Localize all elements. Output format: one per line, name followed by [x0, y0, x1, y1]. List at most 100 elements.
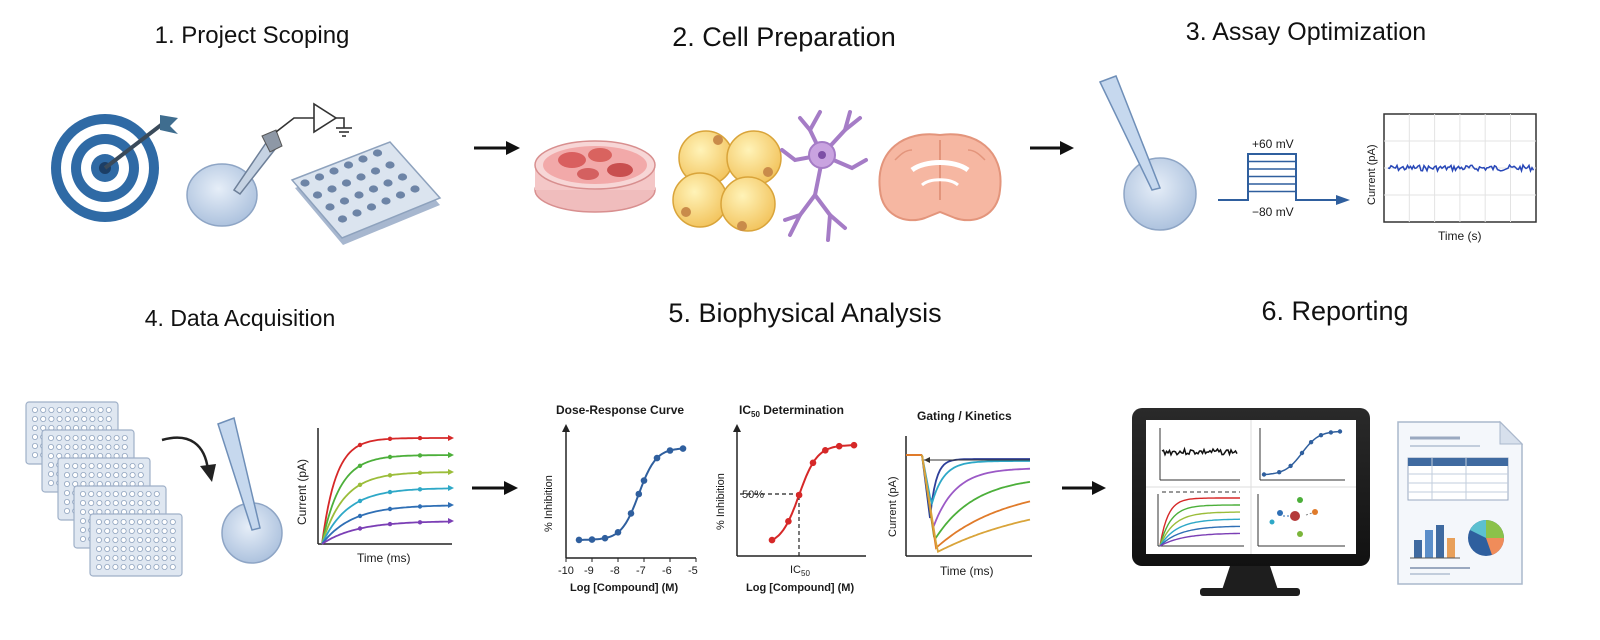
- gating-curve: [921, 454, 1031, 554]
- arrow-2-to-3: [1030, 141, 1074, 155]
- acquisition-arrowhead: [448, 452, 454, 458]
- monitor-curve: [1159, 518, 1241, 547]
- plate-well: [368, 185, 379, 193]
- acquisition-point: [357, 513, 363, 519]
- acquisition-curve: [321, 504, 448, 545]
- acquisition-point: [387, 473, 393, 478]
- acquisition-curve: [321, 520, 448, 545]
- monitor-curve: [1159, 532, 1240, 547]
- gating-title: Gating / Kinetics: [917, 409, 1012, 423]
- plate-well: [397, 173, 408, 181]
- acquisition-point: [387, 521, 393, 527]
- gating-curve: [921, 454, 1031, 528]
- acquisition-point: [357, 526, 363, 531]
- current-trace-plot: Current (pA) Time (s): [1366, 113, 1537, 243]
- trace-ylabel: Current (pA): [1366, 144, 1378, 205]
- monitor-icon: [1132, 408, 1370, 596]
- dose-point: [588, 536, 596, 543]
- monitor-sigmoid-point: [1288, 463, 1293, 469]
- ic50-point: [795, 491, 803, 499]
- monitor-curve: [1159, 504, 1240, 547]
- stacked-plate: [89, 513, 183, 577]
- acquisition-point: [417, 504, 423, 509]
- acquisition-point: [387, 436, 393, 441]
- dose-xlabel: Log [Compound] (M): [570, 582, 678, 594]
- monitor-sigmoid-point: [1277, 470, 1282, 475]
- plate-well: [339, 197, 350, 205]
- patch-pipette-icon: [186, 102, 352, 227]
- dose-tick-label: -6: [662, 565, 672, 577]
- patch-pipette-cell-icon-2: [217, 416, 283, 564]
- plate-well: [343, 161, 354, 169]
- gating-curve: [921, 454, 1030, 507]
- acquisition-point: [357, 482, 363, 487]
- ic50-ylabel: % Inhibition: [715, 473, 727, 530]
- monitor-sigmoid-point: [1337, 429, 1343, 434]
- brain-slice-icon: [878, 133, 1002, 222]
- ic50-plot: IC50 Determination 50% IC50 % Inhibition…: [715, 403, 866, 594]
- gating-curve: [921, 454, 1030, 519]
- gating-curve: [921, 454, 1031, 550]
- acquisition-xlabel: Time (ms): [357, 551, 411, 565]
- trace-xlabel: Time (s): [1438, 229, 1482, 243]
- stage-title-project-scoping: 1. Project Scoping: [154, 22, 350, 49]
- arrow-5-to-6: [1062, 481, 1106, 495]
- plate-well: [366, 203, 377, 211]
- acquisition-point: [357, 442, 363, 448]
- ic50-point: [850, 441, 858, 449]
- arrow-1-to-2: [474, 141, 520, 155]
- acquisition-point: [417, 453, 423, 458]
- plate-well: [337, 215, 348, 223]
- voltage-low-label: −80 mV: [1252, 205, 1294, 219]
- monitor-curve: [1159, 511, 1240, 547]
- acquisition-point: [417, 487, 423, 492]
- plate-well: [329, 167, 339, 175]
- monitor-sigmoid-point: [1328, 430, 1334, 435]
- ic50-title: IC50 Determination: [739, 403, 844, 419]
- gating-ylabel: Current (pA): [887, 476, 899, 537]
- dose-tick-label: -8: [610, 565, 620, 577]
- dose-point: [601, 534, 609, 542]
- target-icon: [51, 114, 178, 222]
- plate-well: [327, 185, 337, 193]
- ic50-point: [835, 442, 843, 450]
- plate-well: [385, 161, 395, 169]
- acquisition-arrowhead: [448, 469, 454, 475]
- dose-tick-label: -10: [558, 565, 574, 577]
- plate-well: [358, 155, 368, 163]
- monitor-sigmoid-point: [1308, 440, 1314, 445]
- acquisition-curve: [321, 487, 449, 545]
- dose-point: [653, 454, 661, 462]
- gating-arrowhead: [924, 457, 930, 463]
- ic50-point: [768, 536, 776, 544]
- plate-well: [341, 179, 352, 187]
- acquisition-point: [357, 498, 363, 504]
- dose-point: [575, 536, 583, 544]
- dose-point: [666, 447, 674, 454]
- curved-arrow-icon: [161, 436, 216, 482]
- ic50-point: [822, 447, 829, 454]
- ic50-x-marker: IC50: [790, 564, 810, 578]
- cell-cluster-icon: [672, 130, 782, 232]
- dose-point: [635, 490, 643, 498]
- acquisition-arrowhead: [448, 518, 454, 524]
- monitor-curve: [1159, 497, 1240, 547]
- stage-title-cell-preparation: 2. Cell Preparation: [672, 22, 896, 52]
- voltage-high-label: +60 mV: [1252, 137, 1294, 151]
- dose-tick-label: -7: [636, 565, 646, 577]
- neuron-icon: [780, 110, 868, 242]
- plate-well: [352, 209, 362, 217]
- gating-curve: [921, 454, 1031, 539]
- acquisition-curve: [321, 454, 448, 545]
- acquisition-ylabel: Current (pA): [295, 459, 309, 525]
- petri-dish-icon: [534, 140, 656, 213]
- monitor-sigmoid-point: [1261, 472, 1267, 477]
- acquisition-plot: Current (pA) Time (ms): [295, 428, 454, 565]
- plate-well: [356, 173, 366, 181]
- plate-well: [314, 173, 325, 181]
- monitor-sigmoid-point: [1299, 450, 1305, 456]
- plate-well: [395, 191, 406, 199]
- plate-well: [383, 179, 393, 187]
- dose-point: [627, 510, 635, 517]
